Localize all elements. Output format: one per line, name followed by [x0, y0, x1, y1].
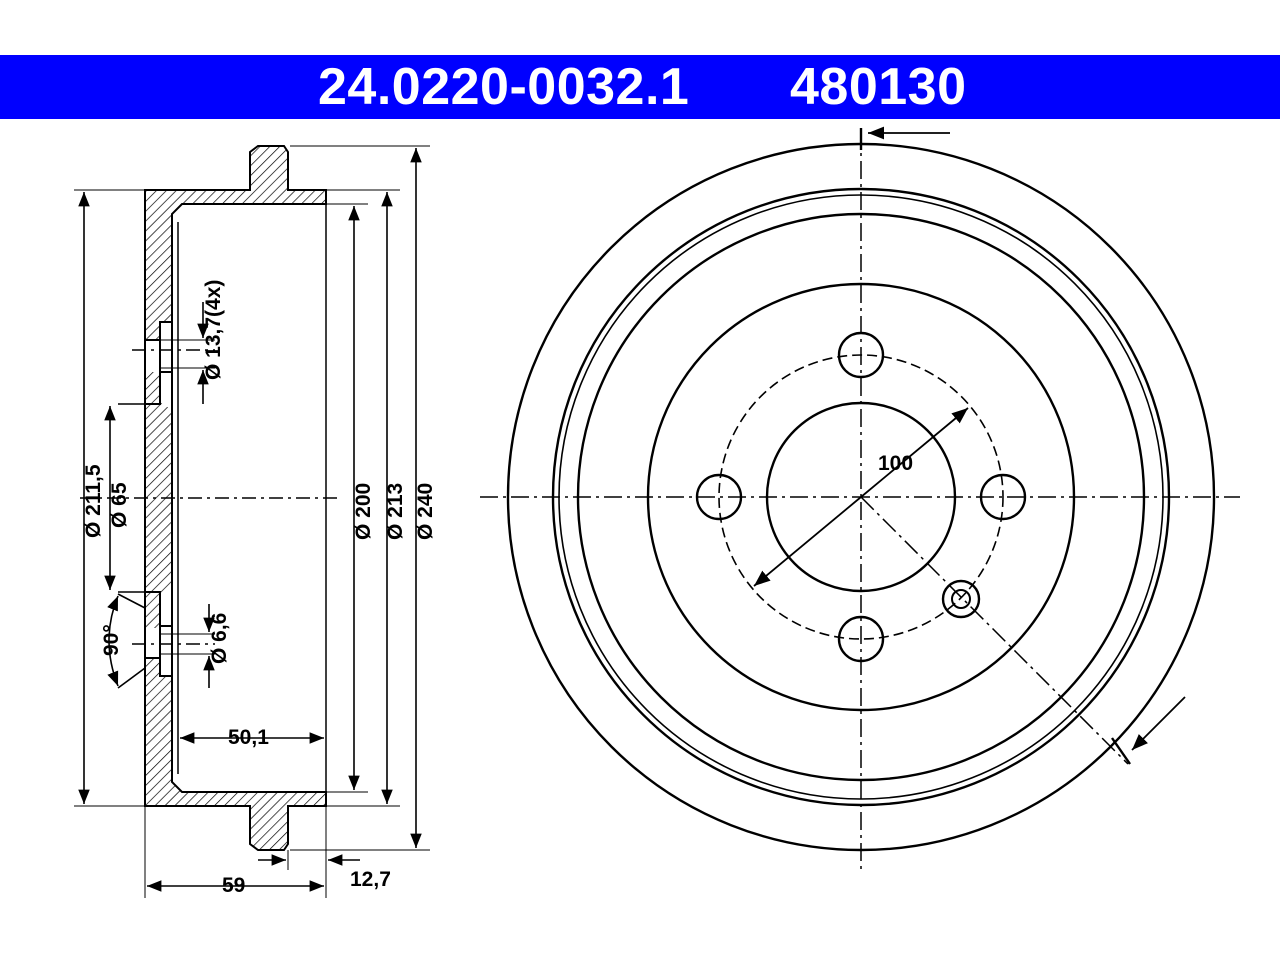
dim-213-label: Ø 213 — [384, 483, 407, 540]
angle-label: 90° — [100, 624, 123, 656]
title-bar: 24.0220-0032.1 480130 — [0, 55, 1280, 119]
reference-number: 480130 — [790, 58, 967, 116]
dim-65-label: Ø 65 — [108, 482, 131, 528]
side-section-view — [118, 145, 327, 851]
width-59-label: 59 — [222, 874, 245, 897]
drum-section-bottom — [144, 657, 327, 851]
dim-211-5-label: Ø 211,5 — [82, 464, 105, 538]
pcd-label: 100 — [878, 452, 913, 475]
drum-section-top — [144, 145, 327, 341]
side-centerlines — [80, 349, 340, 645]
dim-200-label: Ø 200 — [352, 483, 375, 540]
width-12-7-label: 12,7 — [350, 868, 391, 891]
locating-hole-inner — [951, 589, 971, 609]
dim-240-label: Ø 240 — [414, 483, 437, 540]
dim-bolt-hole-label: Ø 13,7(4x) — [202, 280, 225, 380]
dim-small-hole-label: Ø 6,6 — [208, 613, 231, 664]
part-number: 24.0220-0032.1 — [318, 58, 690, 116]
locating-hole-outer — [941, 579, 981, 619]
depth-label: 50,1 — [228, 726, 269, 749]
side-dimensions — [74, 145, 430, 898]
front-dimensions — [753, 126, 1186, 765]
